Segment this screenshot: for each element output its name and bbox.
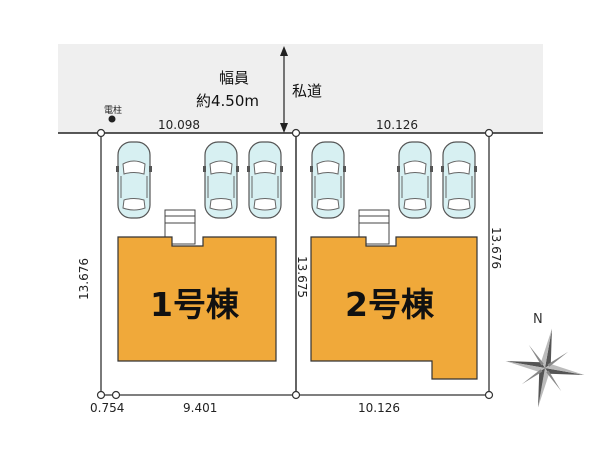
building-2-footprint bbox=[310, 236, 478, 380]
parking-car-1 bbox=[115, 141, 153, 219]
lot-2-right-depth: 13.676 bbox=[489, 227, 503, 269]
building-1-footprint bbox=[117, 236, 277, 362]
utility-pole-label: 電柱 bbox=[104, 104, 122, 116]
parking-car-4 bbox=[309, 141, 347, 219]
parking-car-2 bbox=[202, 141, 240, 219]
road-width-value: 約4.50m bbox=[196, 92, 259, 110]
parking-car-3 bbox=[246, 141, 284, 219]
lot-1-frontage: 10.098 bbox=[158, 118, 200, 132]
road-name: 私道 bbox=[292, 82, 322, 100]
building-1-label: 1号棟 bbox=[150, 285, 240, 324]
boundary-markers bbox=[96, 128, 494, 400]
compass-icon bbox=[505, 328, 585, 408]
lot-1-right-depth: 13.675 bbox=[295, 256, 309, 298]
building-2-label: 2号棟 bbox=[345, 285, 435, 324]
parking-car-5 bbox=[396, 141, 434, 219]
road-width-label: 幅員 bbox=[219, 69, 249, 87]
lot-2-frontage: 10.126 bbox=[376, 118, 418, 132]
utility-pole-icon bbox=[108, 115, 116, 123]
parking-car-6 bbox=[440, 141, 478, 219]
lot-2-rear: 10.126 bbox=[358, 401, 400, 415]
lot-1-rear: 9.401 bbox=[183, 401, 217, 415]
road-width-arrow bbox=[280, 46, 288, 133]
lot-2-boundary bbox=[295, 133, 490, 396]
private-road bbox=[58, 44, 543, 133]
lot-1-rear-corner: 0.754 bbox=[90, 401, 124, 415]
lot-1-left-depth: 13.676 bbox=[77, 258, 91, 300]
compass-north-label: N bbox=[533, 312, 543, 327]
